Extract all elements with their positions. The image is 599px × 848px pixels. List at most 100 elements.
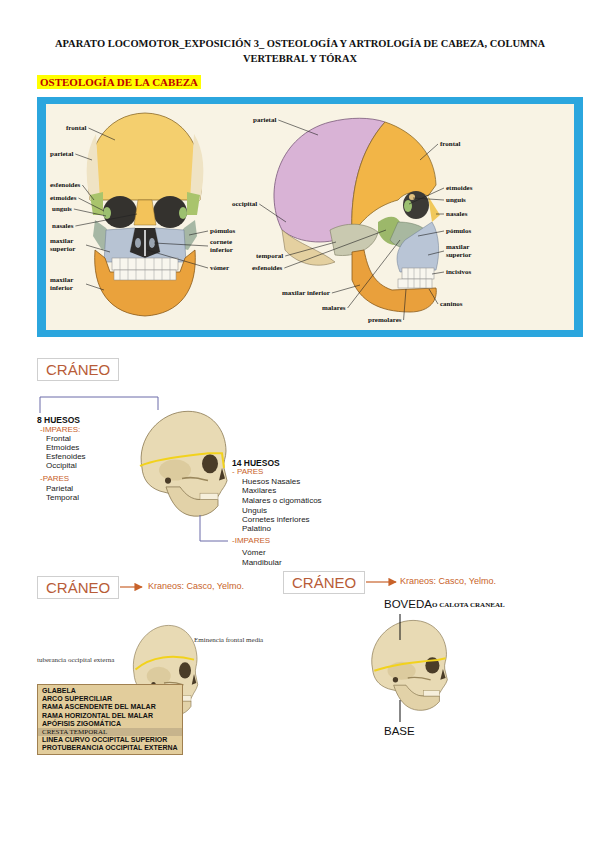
region-label: O CALOTA CRANEAL [432,601,505,609]
parietal-bone [190,134,203,200]
occipital-bone [282,230,335,265]
leader-line [428,251,444,255]
leader-line [154,243,208,246]
box-text: CRESTA TEMPORAL [38,728,182,736]
inferior-concha [135,238,141,248]
landmark-label: tuberancia occipital externa [37,656,114,664]
group-heading: 14 HUESOS [232,458,280,468]
bone-label: etmoides [50,194,76,202]
leader-line [420,144,438,160]
skull-figure [141,411,227,516]
bone-name: Temporal [46,493,79,502]
box-text: OSTEOLOGÍA DE LA CABEZA [40,76,198,88]
bone-label: frontal [440,140,460,148]
bone-label: maxilar superior [50,237,84,253]
bone-label: nasales [52,222,73,230]
landmark-label: Eminencia frontal media [194,636,263,644]
beige-skull [140,411,227,516]
maxilla [104,228,186,262]
yellow-line [140,453,224,468]
lower-teeth [398,279,432,288]
bone-label: incisivos [446,268,471,276]
group-subheading: -IMPARES: [40,425,80,434]
leader-line [432,272,444,274]
orbit [153,196,187,228]
bone-name: Palatino [242,524,271,533]
leader-line [259,204,286,222]
group-subheading: - PARES [232,467,263,476]
frontal-bone [88,113,201,200]
title-box: CRÁNEO [37,576,119,599]
bone-name: Maxilares [242,486,276,495]
bone-name: Malares o cigomáticos [242,496,322,505]
bone-label: maxilar inferior [282,289,330,297]
tooth-lines [408,268,426,288]
yellow-line [374,658,445,671]
bone-name: Cornetes inferiores [242,515,310,524]
bone-label: premolares [368,316,402,324]
leader-line [82,185,94,200]
bone-label: etmoides [446,184,472,192]
bone-label: malares [322,304,346,312]
leader-line [278,120,318,135]
leader-line [413,198,444,200]
ethmoid-bone [179,207,187,219]
mandible [352,250,436,312]
box-text: PROTUBERANCIA OCCIPITAL EXTERNA [42,744,178,752]
bone-name: Huesos Nasales [242,477,300,486]
bone-label: maxilar inferior [50,276,84,292]
bracket-line [40,397,158,413]
bone-name: Parietal [46,484,73,493]
yellow-line [136,657,195,670]
box-text: GLABELA [42,687,178,695]
arrow [366,581,396,582]
leader-line [75,214,137,226]
region-label: BOVEDA [384,598,432,610]
bone-name: Esfenoides [46,452,86,461]
bone-label: pómulos [210,227,235,235]
leader-line [436,214,444,215]
leader-line [285,242,336,256]
bone-name: Occipital [46,461,77,470]
bone-name: Mandibular [242,558,282,567]
leader-line [332,285,360,293]
bone-name: Vómer [242,548,266,557]
bone-name: Frontal [46,434,71,443]
leader-line [429,289,438,304]
upper-teeth [402,268,434,279]
temporal-bone [330,224,378,255]
leader-lines [74,120,444,320]
title-box: CRÁNEO [283,571,365,594]
leader-line [409,188,444,204]
etymology-note: Kraneos: Casco, Yelmo. [148,581,244,591]
bone-label: caninos [440,300,463,308]
bone-label: frontal [66,124,86,132]
etymology-note: Kraneos: Casco, Yelmo. [400,576,496,586]
arrow [120,586,142,587]
page-title: APARATO LOCOMOTOR_EXPOSICIÓN 3_ OSTEOLOG… [30,36,570,66]
box-text: CRÁNEO [46,361,110,378]
bone-label: unguis [446,196,466,204]
side-skull [274,118,440,312]
leader-line [418,231,444,236]
bone-label: vómer [210,264,229,272]
box-text: LINEA CURVO OCCIPITAL SUPERIOR [42,736,178,744]
leader-line [86,245,110,252]
title-box: CRÁNEO [37,358,119,381]
region-label: BASE [384,725,415,737]
heading-band: OSTEOLOGÍA DE LA CABEZA [37,75,201,89]
nasal-bones [134,200,156,225]
bone-label: parietal [50,150,73,158]
leader-line [88,128,115,140]
sphenoid-bone [187,192,200,215]
bone-label: pómulos [446,227,471,235]
bone-label: esfenoides [252,264,282,272]
ethmoid-bone [103,207,111,219]
sphenoid-bone [90,192,103,215]
ethmoid-bone [404,200,412,212]
bone-label: occipital [232,200,257,208]
box-text: CRÁNEO [292,574,356,591]
leader-line [74,209,106,216]
leader-line [284,230,386,268]
pointer-line [400,700,401,722]
